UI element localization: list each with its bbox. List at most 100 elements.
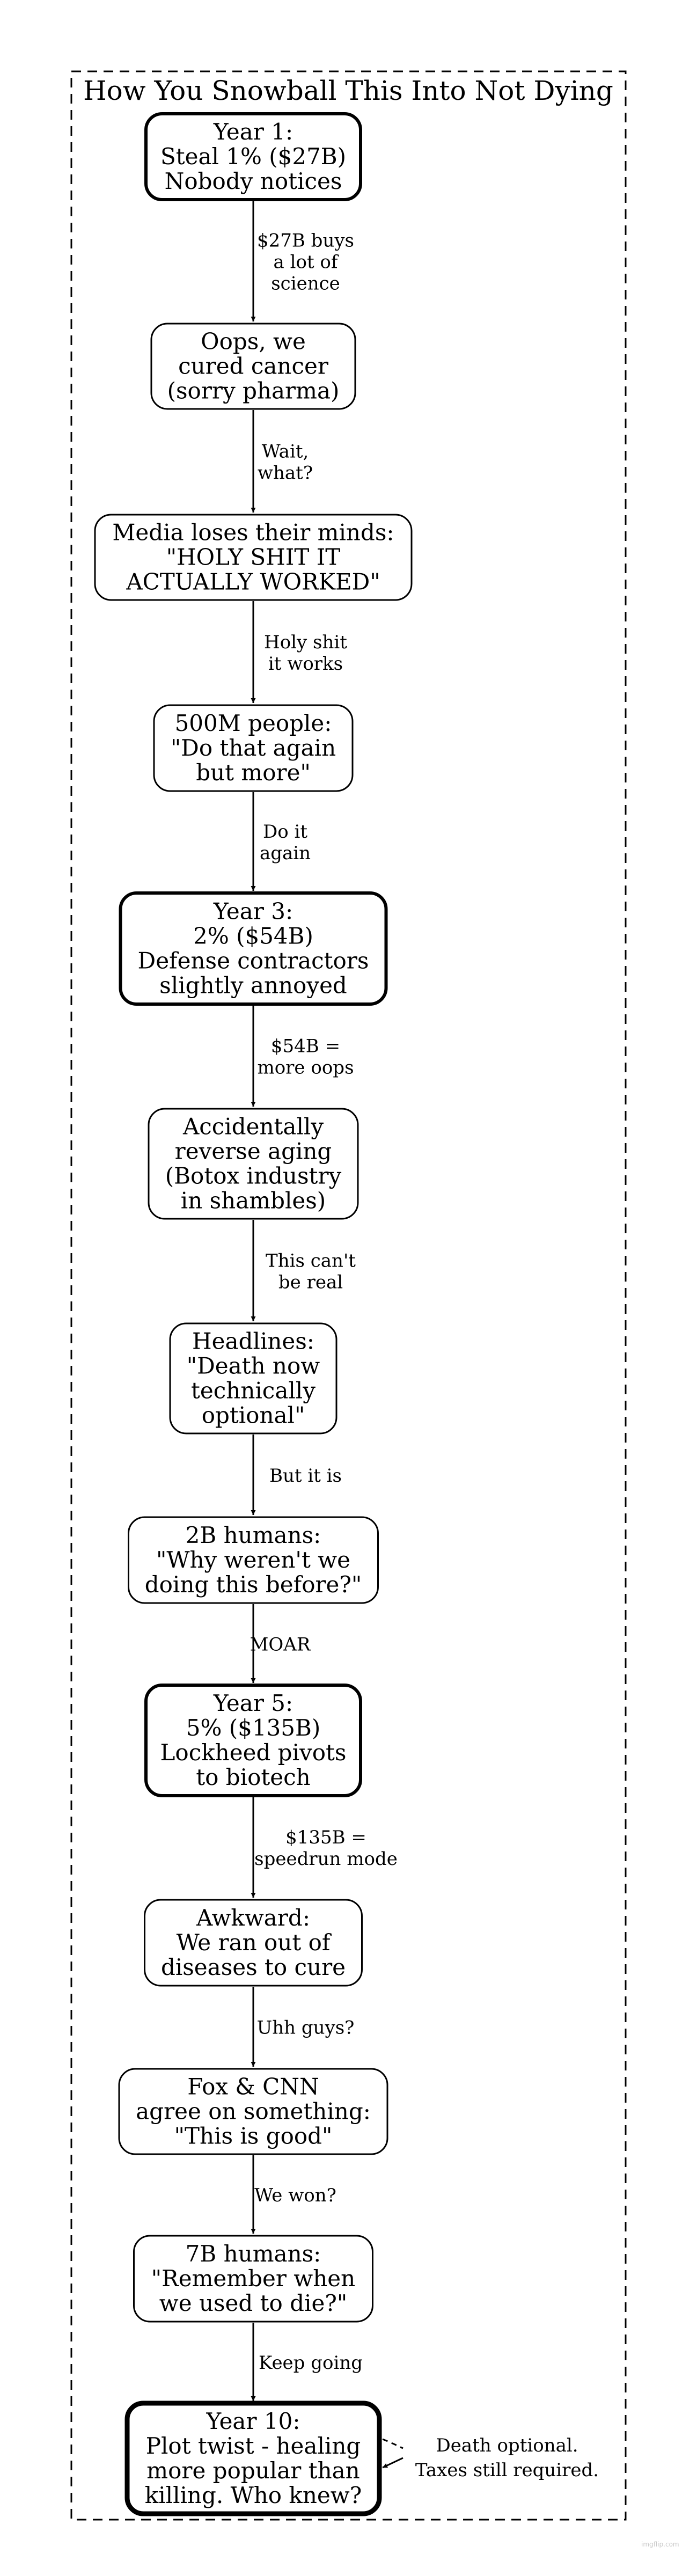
flow-edge-awkward-to-foxcnn: Uhh guys?	[251, 1987, 355, 2067]
edge-label-line: But it is	[269, 1465, 342, 1487]
edge-label-line: science	[271, 273, 340, 295]
node-text-line: Year 10:	[206, 2408, 300, 2434]
node-box	[124, 2401, 382, 2516]
node-text-line: Media loses their minds:	[112, 519, 394, 546]
edge-label-line: $54B =	[271, 1036, 340, 1057]
node-text-line: 2B humans:	[186, 1522, 321, 1548]
node-box	[128, 1516, 379, 1604]
node-text-line: 2% ($54B)	[193, 923, 313, 949]
node-text-line: Nobody notices	[165, 168, 342, 194]
edge-label-line: Keep going	[259, 2352, 363, 2374]
edge-label-line: Do it	[263, 821, 307, 843]
flow-edge-cancer-to-media: Wait,what?	[251, 410, 313, 513]
edge-label-line: Holy shit	[264, 632, 347, 653]
node-text-line: 7B humans:	[186, 2241, 321, 2267]
note-layer: Death optional. Taxes still required.	[382, 2435, 599, 2481]
edge-label-line: This can't	[266, 1250, 356, 1272]
note-arrow	[382, 2457, 403, 2469]
flow-node-y3: Year 3:2% ($54B)Defense contractorssligh…	[119, 891, 388, 1006]
node-box	[144, 1684, 362, 1797]
edge-label-line: more oops	[257, 1057, 354, 1079]
node-text-line: slightly annoyed	[159, 972, 347, 999]
node-text-line: 500M people:	[175, 710, 332, 736]
node-text-line: doing this before?"	[145, 1571, 362, 1598]
node-text-line: Accidentally	[182, 1114, 324, 1140]
note-text-line: Taxes still required.	[415, 2460, 599, 2481]
node-box	[153, 704, 354, 792]
node-text-line: but more"	[196, 759, 311, 786]
node-text-line: 5% ($135B)	[186, 1715, 321, 1741]
node-text-line: we used to die?"	[159, 2290, 347, 2316]
node-text-line: Year 1:	[213, 119, 293, 145]
node-box	[150, 323, 356, 410]
edge-label-line: it works	[268, 653, 343, 675]
edge-label-line: again	[260, 843, 311, 864]
node-text-line: diseases to cure	[161, 1954, 346, 1980]
note-connector	[382, 2438, 403, 2449]
edge-label-line: Wait,	[262, 441, 309, 463]
node-text-line: "Why weren't we	[156, 1547, 350, 1573]
flow-edge-foxcnn-to-h7b: We won?	[251, 2155, 336, 2234]
edge-label-line: a lot of	[274, 252, 339, 273]
node-text-line: "Death now	[187, 1353, 320, 1379]
node-text-line: to biotech	[196, 1764, 310, 1790]
node-text-line: "This is good"	[174, 2123, 333, 2149]
node-text-line: optional"	[202, 1402, 305, 1429]
node-text-line: Defense contractors	[138, 948, 369, 974]
node-box	[119, 891, 388, 1006]
node-box	[144, 112, 362, 201]
node-box	[148, 1108, 359, 1220]
node-box	[118, 2068, 388, 2155]
flow-edge-aging-to-headlines: This can'tbe real	[251, 1220, 356, 1321]
note-text-line: Death optional.	[436, 2435, 578, 2456]
node-text-line: Fox & CNN	[187, 2074, 319, 2100]
flow-node-media: Media loses their minds:"HOLY SHIT ITACT…	[94, 514, 413, 601]
node-text-line: Oops, we	[201, 328, 306, 355]
edge-label-line: what?	[258, 463, 313, 484]
flow-node-y1: Year 1:Steal 1% ($27B)Nobody notices	[144, 112, 362, 201]
node-text-line: "Remember when	[151, 2265, 355, 2292]
node-text-line: ACTUALLY WORKED"	[126, 569, 380, 595]
node-box	[144, 1899, 363, 1987]
node-text-line: "Do that again	[171, 735, 336, 761]
node-text-line: Steal 1% ($27B)	[160, 143, 346, 170]
node-text-line: We ran out of	[177, 1929, 332, 1956]
node-text-line: "HOLY SHIT IT	[166, 544, 341, 570]
node-box	[169, 1322, 338, 1435]
node-text-line: Year 5:	[213, 1690, 293, 1716]
edge-label-line: MOAR	[250, 1634, 311, 1656]
node-text-line: Awkward:	[196, 1905, 310, 1931]
flow-edge-headlines-to-h2b: But it is	[251, 1435, 342, 1515]
edge-label-line: speedrun mode	[254, 1848, 398, 1870]
flow-edge-h2b-to-y5: MOAR	[250, 1604, 311, 1683]
node-text-line: Year 3:	[213, 898, 293, 925]
node-text-line: killing. Who knew?	[145, 2482, 362, 2508]
node-box	[133, 2235, 373, 2323]
node-text-line: reverse aging	[175, 1138, 332, 1165]
node-text-line: (Botox industry	[165, 1163, 342, 1189]
edge-label-line: $27B buys	[257, 230, 354, 252]
cluster-border	[70, 70, 627, 2521]
node-text-line: cured cancer	[178, 353, 329, 379]
node-text-line: more popular than	[146, 2457, 359, 2484]
edge-label-line: be real	[278, 1272, 343, 1293]
node-text-line: Lockheed pivots	[160, 1739, 347, 1766]
edge-label-line: Uhh guys?	[257, 2017, 355, 2039]
node-text-line: Headlines:	[192, 1328, 314, 1355]
edge-label-line: We won?	[254, 2185, 336, 2206]
node-text-line: (sorry pharma)	[167, 378, 340, 404]
node-text-line: in shambles)	[181, 1188, 326, 1214]
